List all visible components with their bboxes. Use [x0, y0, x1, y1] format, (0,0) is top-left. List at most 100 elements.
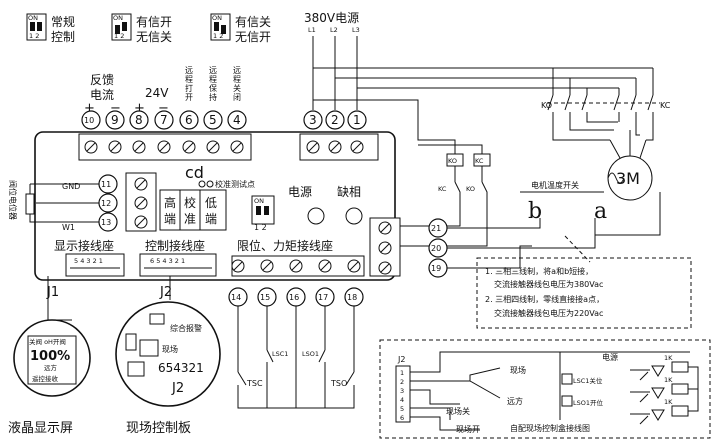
svg-text:21: 21	[431, 224, 441, 233]
top-terminal-5: 5	[203, 110, 223, 130]
bottom-screw-3-slot	[320, 261, 330, 271]
left-screw-0-slot	[136, 179, 146, 189]
control-socket-label: 控制接线座	[145, 238, 205, 253]
svg-text:低: 低	[205, 196, 217, 210]
top-screw-0-slot	[86, 142, 96, 152]
svg-text:电源: 电源	[602, 352, 618, 362]
right-screw-0-slot	[380, 223, 390, 233]
svg-text:电源: 电源	[288, 185, 312, 199]
svg-text:反馈: 反馈	[90, 73, 114, 87]
svg-text:9: 9	[111, 113, 119, 127]
svg-text:13: 13	[101, 218, 111, 227]
dip-switch-signal-open: ON 1 2 有信开 无信关	[111, 13, 172, 44]
svg-text:准: 准	[184, 212, 196, 226]
svg-text:16: 16	[289, 293, 299, 302]
svg-text:LSC1关位: LSC1关位	[573, 376, 603, 385]
svg-text:J2: J2	[171, 381, 184, 396]
svg-text:18: 18	[347, 293, 357, 302]
left-terminal-13: 13	[98, 212, 118, 232]
field-control-board: 综合报警 现场 654321 J2	[115, 301, 221, 407]
top-terminal-7: 7	[154, 110, 174, 130]
right-terminal-19: 19	[428, 258, 448, 278]
svg-text:17: 17	[318, 293, 328, 302]
dip-switch-signal-close: ON 1 2 有信关 无信开	[210, 13, 271, 44]
svg-text:L3: L3	[352, 26, 360, 34]
svg-text:100%: 100%	[30, 349, 70, 364]
right-terminal-20: 20	[428, 238, 448, 258]
svg-text:端: 端	[164, 212, 176, 226]
svg-text:TSC: TSC	[246, 379, 263, 388]
svg-text:遥控接收: 遥控接收	[32, 374, 59, 383]
svg-text:校: 校	[184, 195, 196, 210]
motor: 3M	[607, 155, 653, 201]
display-socket-label: 显示接线座	[54, 238, 114, 253]
svg-text:持: 持	[209, 92, 217, 102]
svg-text:1K: 1K	[664, 398, 673, 406]
svg-text:远方: 远方	[507, 396, 523, 406]
board-caption: 现场控制板	[126, 421, 191, 436]
svg-text:有信开: 有信开	[136, 15, 172, 29]
svg-text:ON: ON	[28, 14, 38, 22]
svg-text:综合报警: 综合报警	[170, 323, 202, 333]
svg-text:1 2: 1 2	[29, 32, 39, 40]
svg-text:3: 3	[400, 387, 404, 395]
svg-text:4: 4	[400, 396, 404, 404]
svg-text:654321: 654321	[158, 361, 204, 375]
svg-text:TSO: TSO	[330, 379, 347, 388]
bottom-screw-0-slot	[233, 261, 243, 271]
svg-text:KC: KC	[438, 185, 447, 193]
lcd-display: 关阀 oH开阀 100% 远方 遥控接收	[13, 319, 91, 397]
svg-text:4: 4	[233, 113, 241, 127]
bottom-terminal-17: 17	[315, 287, 335, 307]
bottom-terminal-16: 16	[286, 287, 306, 307]
svg-text:8: 8	[135, 113, 143, 127]
svg-text:程: 程	[209, 75, 217, 84]
svg-text:程: 程	[233, 75, 241, 84]
bottom-terminal-18: 18	[344, 287, 364, 307]
svg-text:交流接触器线包电压为380Vac: 交流接触器线包电压为380Vac	[494, 279, 603, 289]
svg-text:远: 远	[185, 66, 193, 75]
top-terminal-8: 8	[129, 110, 149, 130]
svg-text:+: +	[134, 101, 145, 116]
svg-text:−: −	[158, 101, 169, 116]
svg-text:ON: ON	[212, 14, 222, 22]
top-terminal-4: 4	[227, 110, 247, 130]
svg-text:1 2: 1 2	[254, 223, 267, 232]
top-terminal-10: 10	[81, 110, 101, 130]
left-terminal-12: 12	[98, 193, 118, 213]
svg-text:闭: 闭	[233, 93, 241, 102]
svg-text:+: +	[84, 101, 95, 116]
svg-text:14: 14	[231, 293, 241, 302]
svg-text:KC: KC	[475, 157, 484, 165]
top-screw-4-slot	[184, 142, 194, 152]
svg-text:J2: J2	[159, 285, 172, 300]
note-line-1: 1. 三相三线制，将a和b短接，	[485, 266, 593, 276]
svg-text:6 5 4 3 2 1: 6 5 4 3 2 1	[150, 257, 185, 265]
svg-text:无信关: 无信关	[136, 30, 172, 44]
top-screw-2-slot	[134, 142, 144, 152]
svg-text:现场关: 现场关	[446, 406, 470, 416]
svg-text:无信开: 无信开	[235, 30, 271, 44]
svg-text:6: 6	[400, 414, 404, 422]
potentiometer-label: 阀位电位器	[8, 180, 18, 220]
svg-text:1 2: 1 2	[213, 32, 223, 40]
svg-text:20: 20	[431, 244, 441, 253]
svg-text:1: 1	[400, 369, 404, 377]
svg-text:1K: 1K	[664, 376, 673, 384]
top-screw-5-slot	[208, 142, 218, 152]
svg-text:常规: 常规	[51, 14, 75, 29]
power-screw-1-slot	[330, 142, 340, 152]
svg-text:现场: 现场	[510, 366, 526, 375]
local-control-box: J2 1 2 3 4 5 6 现场 远方 现场关 现场开 电源 LSC1关位 L…	[379, 339, 711, 439]
svg-text:KO: KO	[448, 157, 457, 165]
svg-text:现场: 现场	[162, 345, 178, 354]
top-terminal-6: 6	[179, 110, 199, 130]
bottom-terminal-15: 15	[257, 287, 277, 307]
bottom-screw-4-slot	[349, 261, 359, 271]
bottom-terminal-14: 14	[228, 287, 248, 307]
svg-text:关: 关	[233, 83, 241, 93]
top-screw-1-slot	[110, 142, 120, 152]
svg-text:7: 7	[160, 113, 168, 127]
svg-text:LSO1: LSO1	[302, 350, 319, 358]
